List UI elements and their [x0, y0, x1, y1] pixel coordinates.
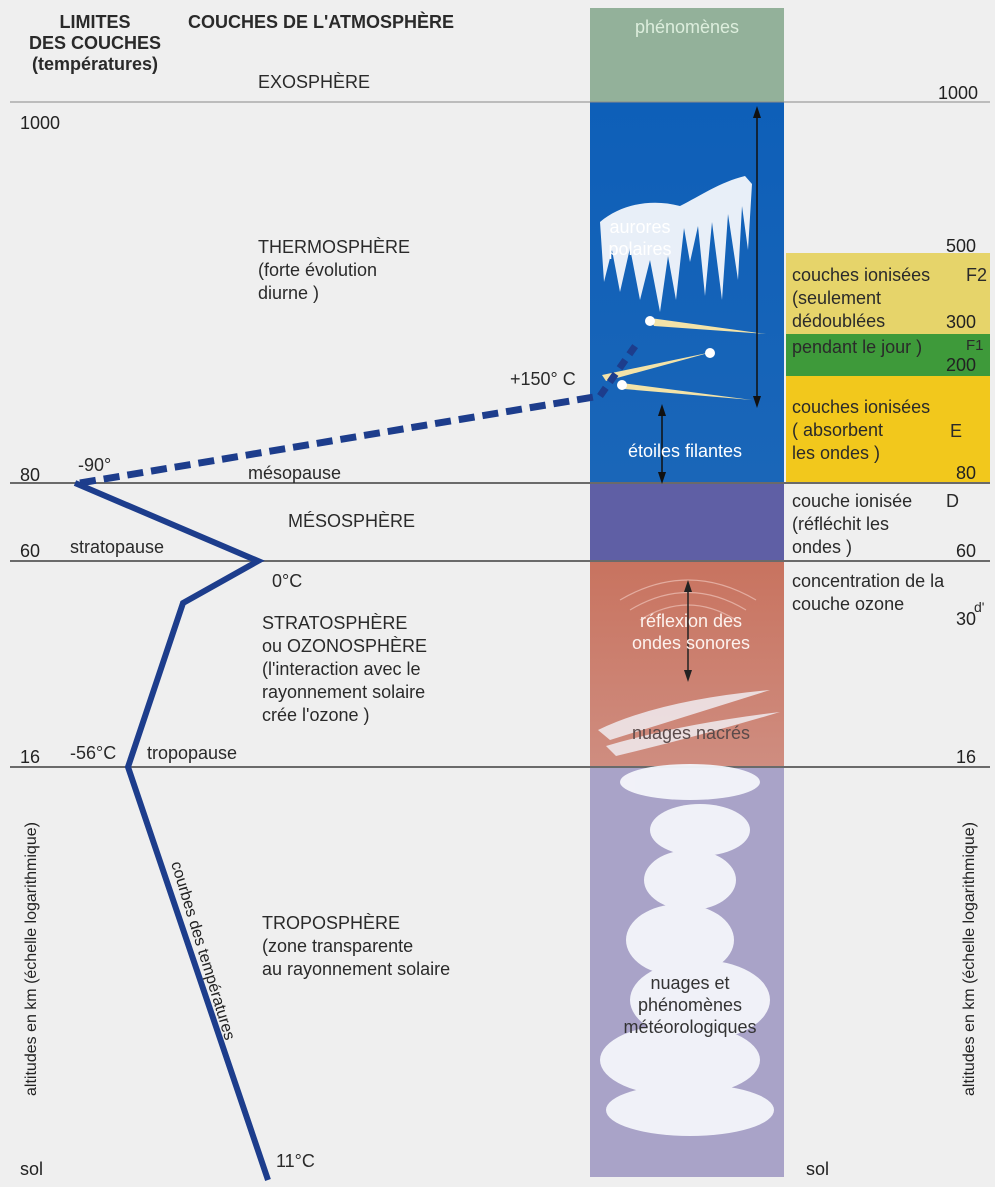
- layer-f2-tag: F2: [966, 265, 988, 285]
- temperature-curve: [73, 480, 271, 1181]
- shooting-star-1: [650, 318, 766, 334]
- right-altitude-30: 30: [956, 609, 977, 629]
- layer-d-label: couche ionisée (réfléchit les ondes ): [792, 491, 913, 557]
- layer-f1-label: pendant le jour ): [792, 337, 923, 357]
- temperature-curve-thermosphere-upper: [597, 339, 641, 399]
- layer-e-tag: E: [950, 421, 963, 441]
- tropopause-label: tropopause: [147, 743, 238, 763]
- weather-phenomena-label: nuages et phénomènes météorologiques: [623, 973, 757, 1037]
- left-axis-label: altitudes en km (échelle logarithmique): [23, 822, 40, 1096]
- shooting-star-2: [602, 352, 712, 381]
- header-phenomena: phénomènes: [634, 17, 740, 37]
- layer-f2-label: couches ionisées (seulement dédoublées: [792, 265, 931, 331]
- mesopause-label: mésopause: [248, 463, 342, 483]
- right-axis-label: altitudes en km (échelle logarithmique): [961, 822, 978, 1096]
- stratosphere-label: STRATOSPHÈRE ou OZONOSPHÈRE (l'interacti…: [262, 613, 428, 725]
- layer-e-block: [786, 376, 990, 483]
- layer-e-label: couches ionisées ( absorbent les ondes ): [792, 397, 931, 463]
- header-layer-limits: LIMITES DES COUCHES (températures): [28, 12, 162, 74]
- right-altitude-16: 16: [956, 747, 977, 767]
- right-altitude-1000: 1000: [938, 83, 979, 103]
- mesosphere-label: MÉSOSPHÈRE: [288, 511, 416, 531]
- aurora-label: aurores polaires: [608, 217, 672, 259]
- right-altitude-80: 80: [956, 463, 977, 483]
- temperature-curve-thermosphere: [79, 392, 601, 487]
- right-altitude-500: 500: [946, 236, 977, 256]
- temp-stratopause: 0°C: [272, 571, 303, 591]
- sound-reflection-label: réflexion des ondes sonores: [631, 611, 751, 653]
- temp-sol: 11°C: [276, 1151, 315, 1171]
- layer-f2-block: [786, 253, 990, 334]
- temp-mesopause: -90°: [78, 455, 112, 475]
- layer-f1-block: [786, 334, 990, 376]
- layer-f1-tag: F1: [966, 337, 984, 354]
- thermosphere-label: THERMOSPHÈRE (forte évolution diurne ): [258, 237, 411, 303]
- temp-tropopause: -56°C: [70, 743, 117, 763]
- aurora-shape: [600, 176, 752, 312]
- nacreous-clouds: [598, 690, 780, 756]
- mesosphere-box: [590, 483, 784, 561]
- troposphere-cloud: [600, 764, 774, 1136]
- left-altitude-80: 80: [20, 465, 41, 485]
- right-altitude-60: 60: [956, 541, 977, 561]
- shooting-stars-label: étoiles filantes: [627, 441, 743, 461]
- exosphere-label: EXOSPHÈRE: [258, 72, 371, 92]
- ozone-mark: d': [974, 599, 985, 615]
- nacreous-clouds-label: nuages nacrés: [631, 723, 751, 743]
- temp-thermosphere: +150° C: [510, 369, 576, 389]
- thermosphere-box: [590, 102, 784, 483]
- stratopause-label: stratopause: [70, 537, 165, 557]
- right-altitude-200: 200: [946, 355, 977, 375]
- header-atmosphere-layers: COUCHES DE L'ATMOSPHÈRE: [188, 12, 454, 32]
- right-altitude-sol: sol: [806, 1159, 830, 1179]
- layer-d-tag: D: [946, 491, 959, 511]
- right-altitude-300: 300: [946, 312, 977, 332]
- left-altitude-16: 16: [20, 747, 41, 767]
- exosphere-box: [590, 8, 784, 102]
- left-altitude-sol: sol: [20, 1159, 44, 1179]
- left-altitude-60: 60: [20, 541, 41, 561]
- left-altitude-1000: 1000: [20, 113, 61, 133]
- troposphere-label: TROPOSPHÈRE (zone transparente au rayonn…: [262, 913, 451, 979]
- ozone-concentration-label: concentration de la couche ozone: [792, 571, 945, 614]
- shooting-star-3: [622, 383, 752, 400]
